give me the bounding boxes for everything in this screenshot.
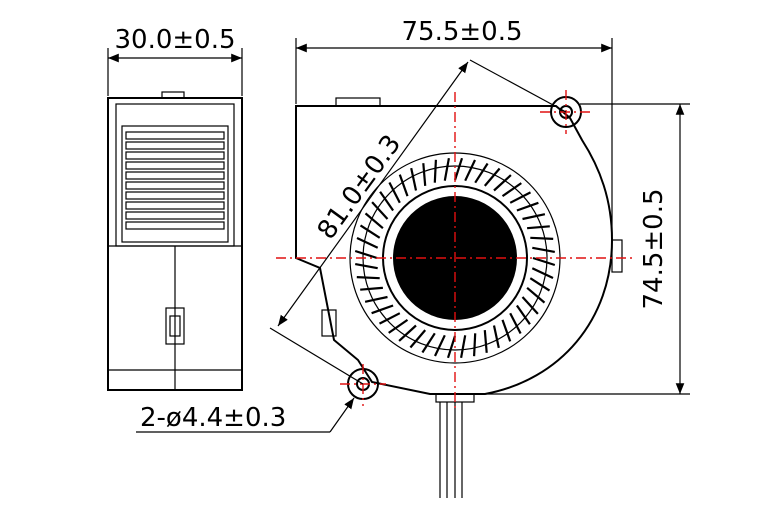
impeller-blade xyxy=(526,286,546,304)
impeller-blade xyxy=(501,182,522,198)
lead-wires xyxy=(435,393,475,498)
impeller-blade xyxy=(443,158,450,181)
impeller-blade xyxy=(410,167,418,191)
impeller-blade xyxy=(532,246,555,253)
impeller-blade xyxy=(483,167,501,187)
impeller-blade xyxy=(446,335,457,359)
impeller-blade xyxy=(422,163,427,186)
dimension-height: 74.5±0.5 xyxy=(470,103,690,395)
impeller-blade xyxy=(433,159,437,183)
impeller-blade xyxy=(492,325,500,349)
impeller-blade xyxy=(522,213,546,221)
impeller-blade xyxy=(501,319,512,342)
dimension-front-width: 75.5±0.5 xyxy=(295,17,613,236)
impeller-blade xyxy=(354,249,378,260)
impeller-blade xyxy=(493,174,512,192)
impeller-blade xyxy=(529,277,551,292)
impeller-blade xyxy=(532,256,556,267)
impeller-blade xyxy=(398,174,409,197)
impeller-blade xyxy=(371,304,394,315)
outlet-grille xyxy=(125,131,225,230)
svg-text:74.5±0.5: 74.5±0.5 xyxy=(639,188,669,309)
housing-clip xyxy=(611,239,623,273)
impeller-blade xyxy=(483,330,488,353)
impeller-blade xyxy=(398,324,417,342)
impeller-blade xyxy=(364,295,388,303)
front-view xyxy=(276,90,632,498)
impeller-blade xyxy=(421,332,436,354)
impeller-blade xyxy=(409,329,427,349)
impeller-blade xyxy=(356,276,380,280)
impeller-blade xyxy=(364,212,384,230)
side-view: 30.0±0.5 xyxy=(107,25,243,391)
impeller-blade xyxy=(473,333,477,357)
impeller-blade xyxy=(521,296,539,315)
side-view-outlet xyxy=(115,103,235,247)
impeller-blade xyxy=(464,159,476,182)
impeller-blade xyxy=(509,191,532,204)
side-width-dimension: 30.0±0.5 xyxy=(114,25,235,55)
impeller-blade xyxy=(453,157,464,181)
impeller-blade xyxy=(527,225,550,230)
impeller-blade xyxy=(509,312,522,335)
dimension-hole: 2-ø4.4±0.3 xyxy=(136,397,355,433)
impeller-blade xyxy=(359,224,381,239)
svg-text:2-ø4.4±0.3: 2-ø4.4±0.3 xyxy=(140,403,286,433)
impeller-blade xyxy=(531,267,554,279)
impeller-blade xyxy=(355,263,378,270)
impeller-blade xyxy=(530,236,554,240)
svg-text:75.5±0.5: 75.5±0.5 xyxy=(401,17,522,47)
impeller-blade xyxy=(515,304,531,325)
impeller-blade xyxy=(474,162,489,184)
side-view-connector xyxy=(165,307,185,345)
impeller-blade xyxy=(460,335,467,358)
impeller-blade xyxy=(360,286,383,291)
impeller-blade xyxy=(434,334,446,357)
impeller-blade xyxy=(516,201,539,212)
impeller-blade xyxy=(356,237,379,249)
